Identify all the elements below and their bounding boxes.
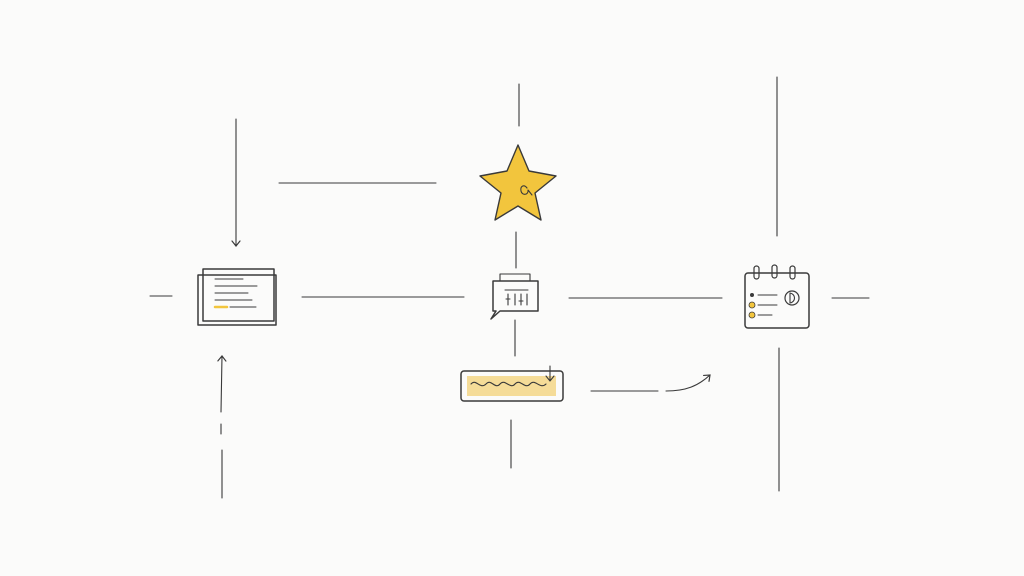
progress-node [460, 365, 564, 402]
arrow-progress-to-calendar [665, 374, 711, 392]
document-node [197, 268, 277, 326]
calendar-checklist-icon [744, 264, 810, 329]
arrow-bottom-to-document [217, 355, 227, 413]
chat-bubble-icon [490, 273, 539, 320]
star-node [479, 144, 557, 221]
connector-lines [149, 76, 870, 499]
chat-node [490, 273, 539, 320]
arrows [217, 118, 711, 413]
star-icon [479, 144, 557, 221]
calendar-node [744, 264, 810, 329]
progress-bar-icon [460, 365, 564, 402]
document-stack-icon [197, 268, 277, 326]
